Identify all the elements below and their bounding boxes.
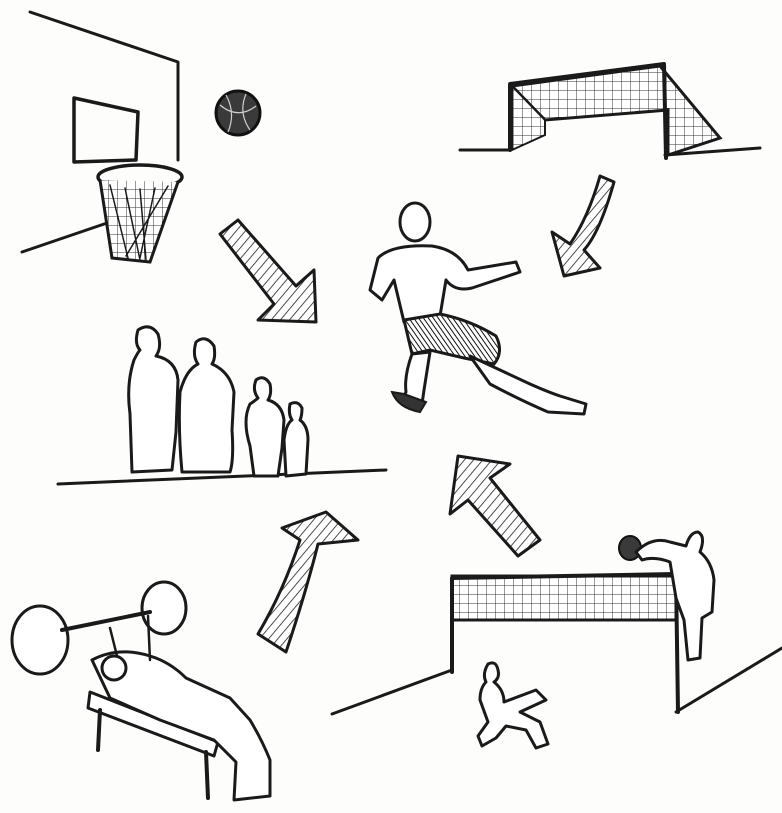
- arrow-from-bench: [258, 512, 358, 652]
- bench-press-athlete: [12, 582, 270, 800]
- basketball-hoop: [22, 12, 182, 262]
- seated-player: [478, 663, 548, 748]
- family-silhouettes: [58, 327, 386, 484]
- arrow-from-hoop: [220, 220, 316, 322]
- arrow-from-goal: [552, 176, 614, 276]
- arrow-from-volleyball: [450, 456, 540, 556]
- basketball: [216, 91, 260, 135]
- soccer-goal: [460, 64, 760, 158]
